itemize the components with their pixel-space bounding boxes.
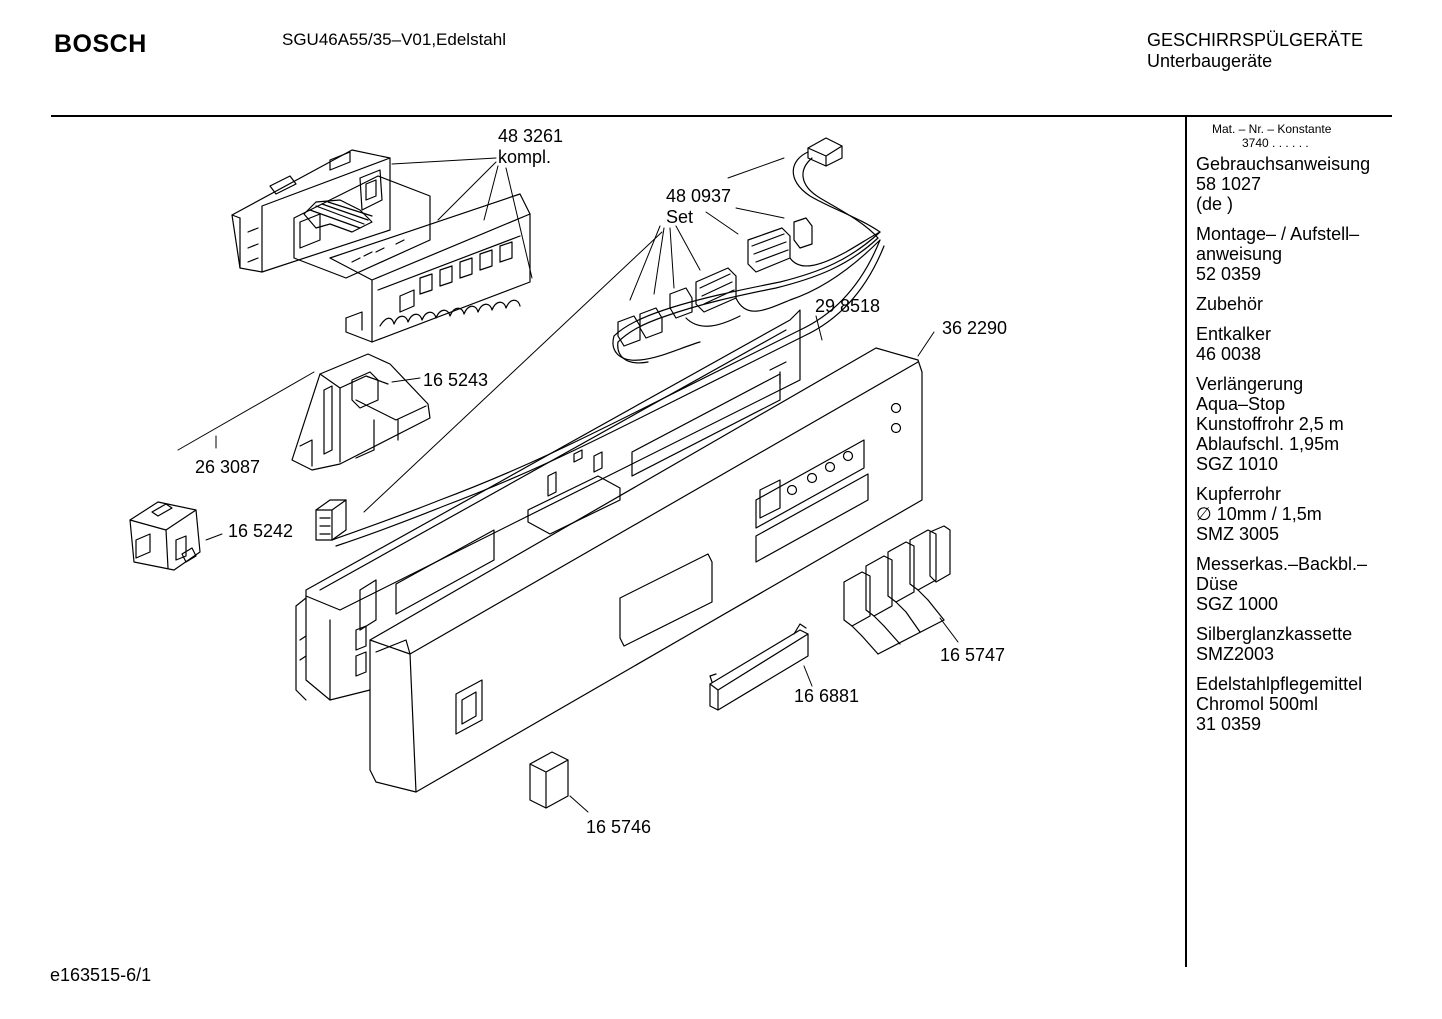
accessory-line: Chromol 500ml bbox=[1196, 694, 1319, 714]
document-code: e163515-6/1 bbox=[50, 965, 152, 985]
exploded-parts-drawing bbox=[129, 137, 959, 813]
rinse-aid-cover bbox=[529, 751, 569, 809]
callout-166881: 16 6881 bbox=[794, 686, 860, 706]
front-fascia-panel bbox=[369, 347, 923, 793]
accessory-line: Messerkas.–Backbl.– bbox=[1196, 554, 1368, 574]
accessory-line: (de ) bbox=[1196, 194, 1234, 214]
accessory-line: Verlängerung bbox=[1196, 374, 1304, 394]
accessory-line: 52 0359 bbox=[1196, 264, 1262, 284]
accessory-line: Düse bbox=[1196, 574, 1239, 594]
door-lock-bracket bbox=[291, 353, 431, 471]
callout-298518: 29 8518 bbox=[815, 296, 881, 316]
accessory-line: Zubehör bbox=[1196, 294, 1264, 314]
control-pcb-assembly bbox=[231, 149, 531, 343]
accessory-line: 46 0038 bbox=[1196, 344, 1262, 364]
accessory-line: Edelstahlpflegemittel bbox=[1196, 674, 1363, 694]
accessory-line: 31 0359 bbox=[1196, 714, 1262, 734]
brand-logo: BOSCH bbox=[54, 30, 147, 58]
material-number-value: 3740 . . . . . . bbox=[1242, 136, 1309, 150]
accessory-line: Aqua–Stop bbox=[1196, 394, 1286, 414]
accessory-line: Montage– / Aufstell– bbox=[1196, 224, 1360, 244]
header-divider bbox=[51, 115, 1392, 117]
material-number-label: Mat. – Nr. – Konstante bbox=[1212, 122, 1332, 136]
switch-unit bbox=[129, 501, 201, 571]
accessory-line: Kupferrohr bbox=[1196, 484, 1282, 504]
accessory-line: Silberglanzkassette bbox=[1196, 624, 1353, 644]
wiring-harness-set bbox=[315, 137, 885, 547]
sidebar-divider bbox=[1185, 117, 1187, 967]
callout-480937-note: Set bbox=[666, 207, 694, 227]
callout-483261: 48 3261 bbox=[498, 126, 564, 146]
subcategory-title: Unterbaugeräte bbox=[1147, 51, 1273, 71]
accessory-line: 58 1027 bbox=[1196, 174, 1262, 194]
program-buttons bbox=[843, 525, 951, 655]
callout-165746: 16 5746 bbox=[586, 817, 652, 837]
accessory-item: Zubehör bbox=[1196, 294, 1386, 314]
accessory-line: Ablaufschl. 1,95m bbox=[1196, 434, 1340, 454]
accessory-line: SGZ 1000 bbox=[1196, 594, 1279, 614]
callout-165747: 16 5747 bbox=[940, 645, 1006, 665]
accessory-line: SMZ 3005 bbox=[1196, 524, 1280, 544]
accessory-line: anweisung bbox=[1196, 244, 1283, 264]
leader-lines bbox=[177, 157, 959, 813]
accessory-line: SGZ 1010 bbox=[1196, 454, 1279, 474]
handle-strip bbox=[709, 623, 809, 711]
callout-165243: 16 5243 bbox=[423, 370, 489, 390]
accessory-line: Entkalker bbox=[1196, 324, 1272, 344]
accessory-line: SMZ2003 bbox=[1196, 644, 1275, 664]
callout-480937: 48 0937 bbox=[666, 186, 732, 206]
callout-362290: 36 2290 bbox=[942, 318, 1008, 338]
callout-483261-note: kompl. bbox=[498, 147, 552, 167]
accessory-line: Kunstoffrohr 2,5 m bbox=[1196, 414, 1344, 434]
accessory-line: ∅ 10mm / 1,5m bbox=[1196, 504, 1322, 524]
accessories-sidebar: Mat. – Nr. – Konstante 3740 . . . . . . … bbox=[1196, 122, 1386, 734]
category-title: GESCHIRRSPÜLGERÄTE bbox=[1147, 30, 1364, 50]
callout-165242: 16 5242 bbox=[228, 521, 294, 541]
inner-frame-panel bbox=[295, 309, 801, 701]
model-number: SGU46A55/35–V01,Edelstahl bbox=[282, 30, 506, 49]
callout-263087: 26 3087 bbox=[195, 457, 261, 477]
accessory-line: Gebrauchsanweisung bbox=[1196, 154, 1371, 174]
